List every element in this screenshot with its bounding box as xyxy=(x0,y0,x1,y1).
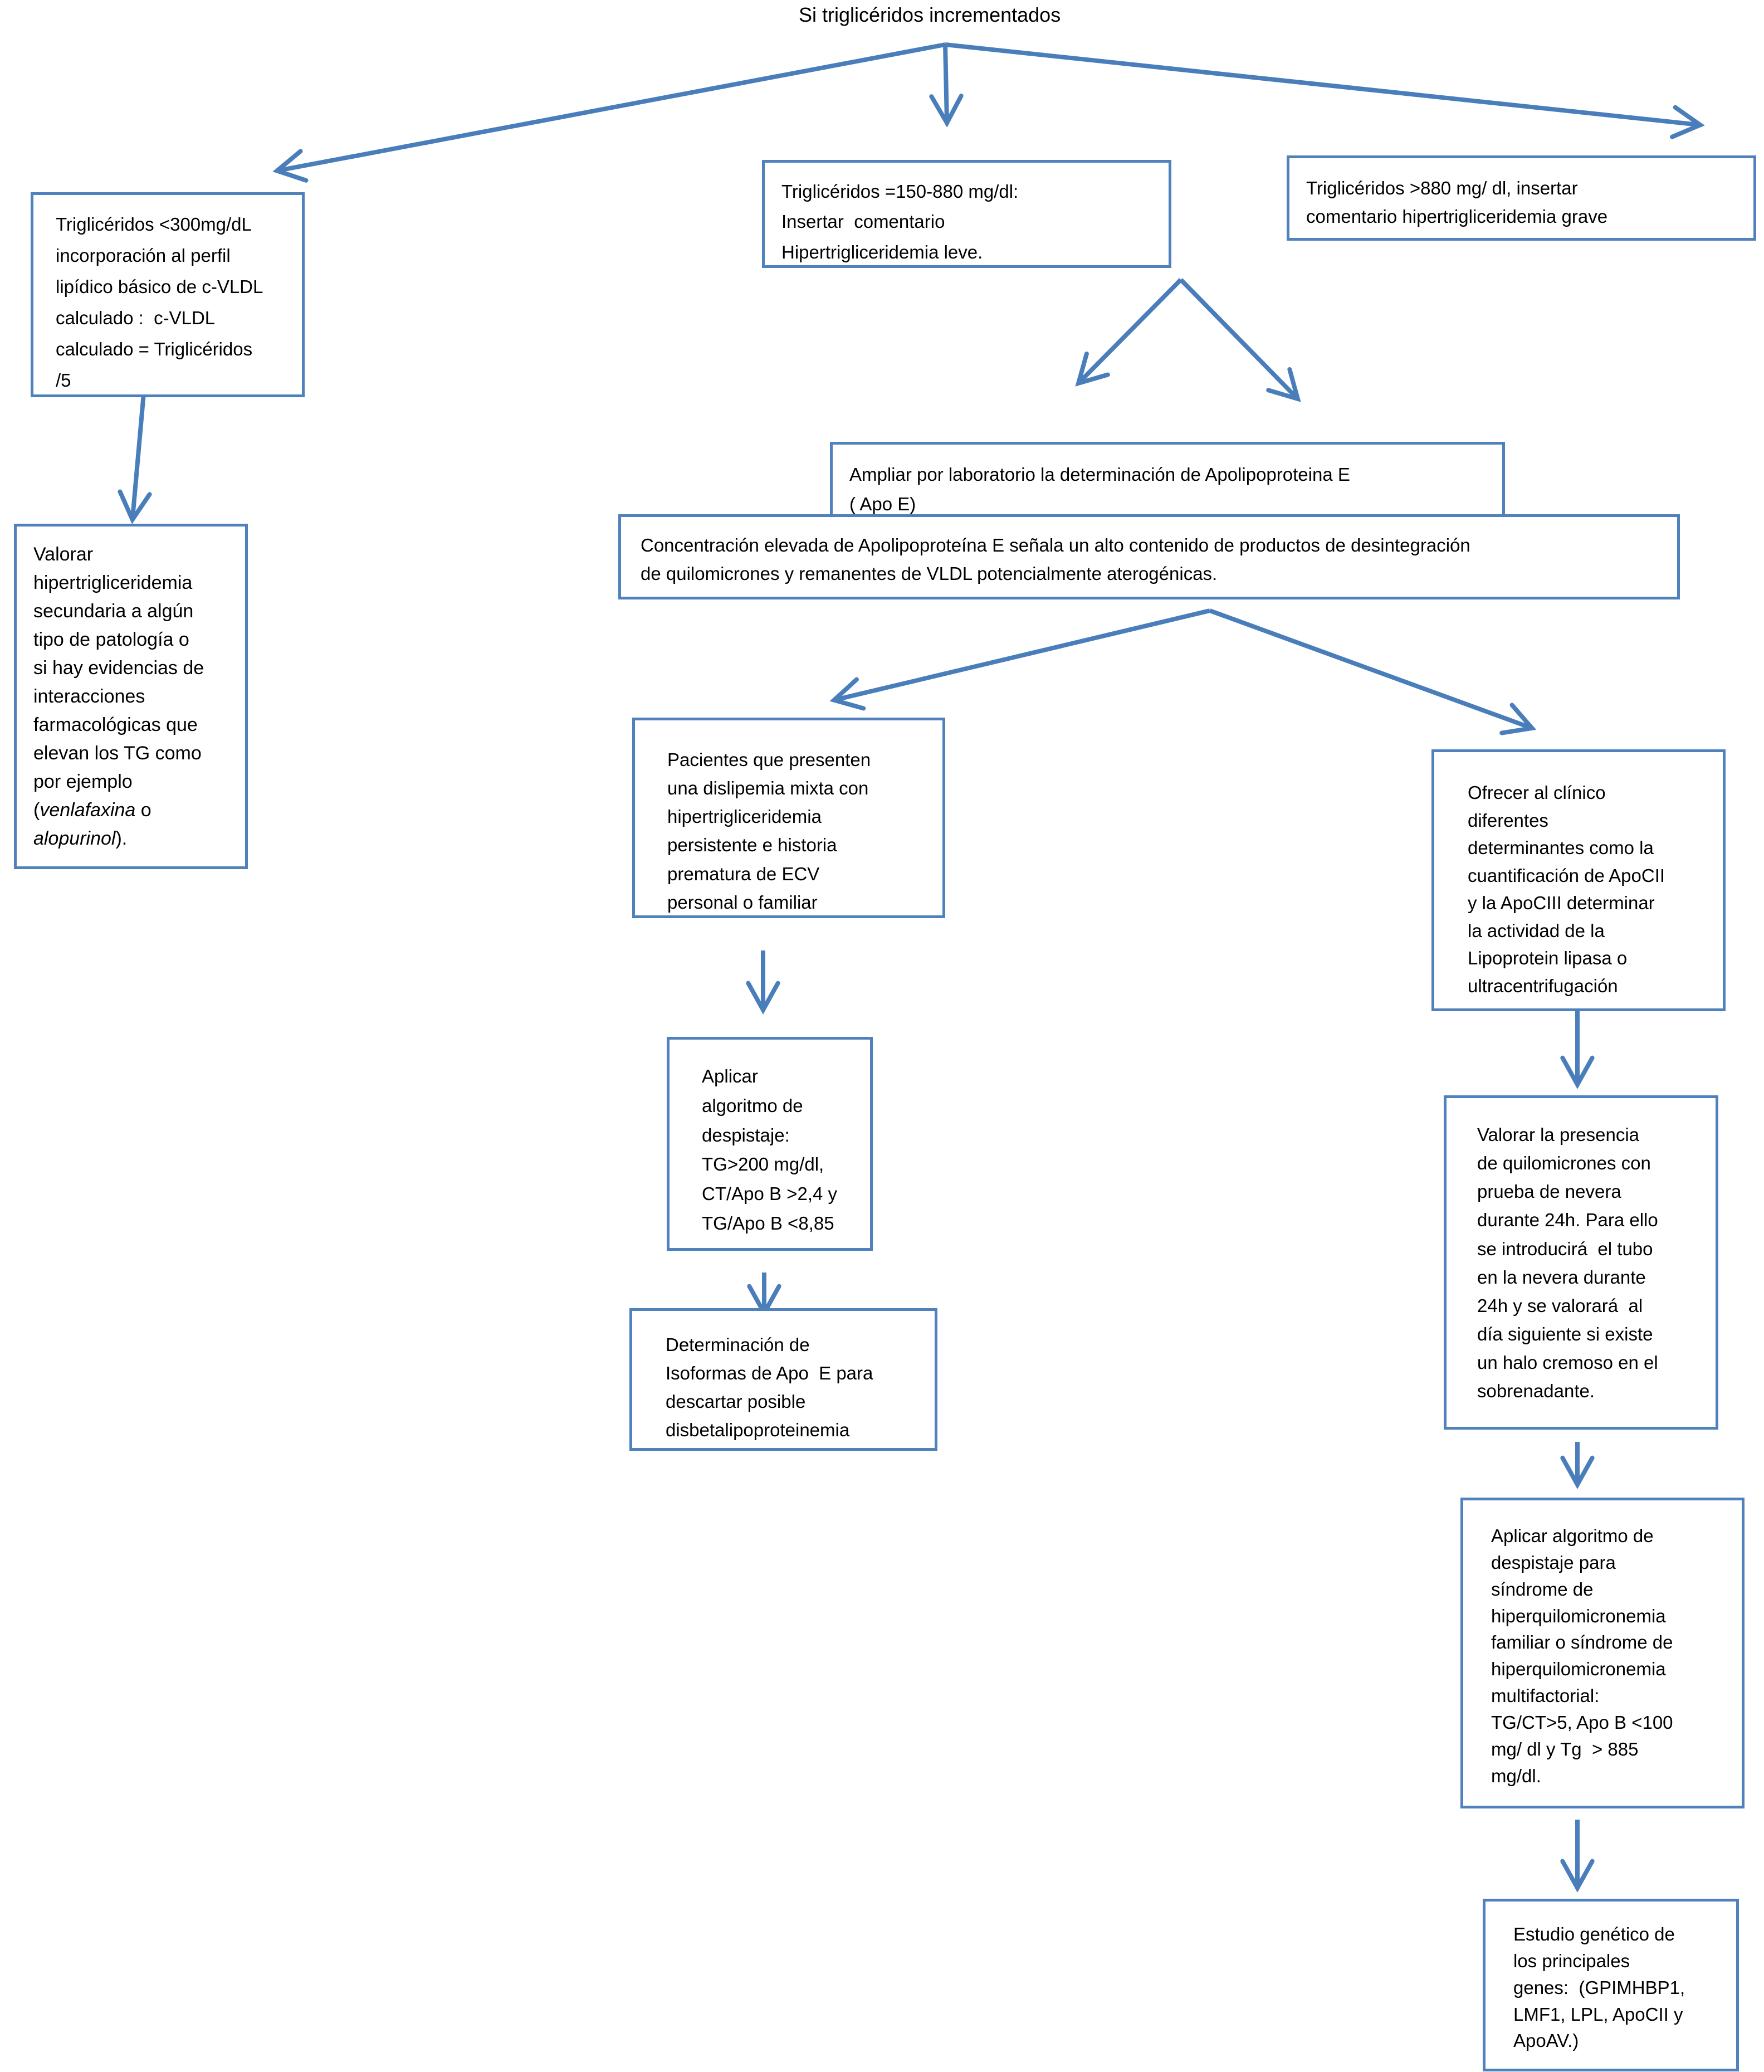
node-pacientes-dislipemia-mixta: Pacientes que presenten una dislipemia m… xyxy=(632,718,945,918)
node-isoformas-apo-e: Determinación de Isoformas de Apo E para… xyxy=(629,1308,937,1451)
node-text: ). xyxy=(115,828,128,849)
arrow-title-to-right xyxy=(945,42,1699,125)
node-valorar-hipertrigliceridemia-secundaria: Valorar hipertrigliceridemia secundaria … xyxy=(14,524,248,869)
node-algoritmo-hiperquilomicronemia: Aplicar algoritmo de despistaje para sín… xyxy=(1460,1498,1745,1808)
arrow-150-880-to-ampliar-left xyxy=(1079,278,1182,382)
node-tg-150-880: Triglicéridos =150-880 mg/dl: Insertar c… xyxy=(762,160,1171,268)
arrow-lt300-to-valorar xyxy=(133,393,144,518)
drug-name-italic: venlafaxina xyxy=(40,799,136,821)
node-estudio-genetico: Estudio genético de los principales gene… xyxy=(1483,1899,1739,2071)
arrow-title-to-middle xyxy=(945,44,947,121)
node-algoritmo-despistaje: Aplicar algoritmo de despistaje: TG>200 … xyxy=(667,1037,873,1251)
node-prueba-nevera: Valorar la presencia de quilomicrones co… xyxy=(1444,1095,1718,1430)
node-text: o xyxy=(140,799,152,821)
arrow-title-to-left xyxy=(278,42,946,170)
page-title: Si triglicéridos incrementados xyxy=(799,3,1061,26)
drug-name-italic: alopurinol xyxy=(33,828,116,849)
node-text: Valorar hipertrigliceridemia secundaria … xyxy=(33,544,204,821)
arrow-concentracion-to-pacientes xyxy=(835,608,1210,700)
arrow-concentracion-to-ofrecer xyxy=(1209,608,1531,728)
node-concentracion-apo-e: Concentración elevada de Apolipoproteína… xyxy=(618,514,1680,599)
node-tg-greater-880: Triglicéridos >880 mg/ dl, insertar come… xyxy=(1287,155,1756,241)
arrow-150-880-to-ampliar-right xyxy=(1179,278,1297,398)
node-ofrecer-clinico-determinantes: Ofrecer al clínico diferentes determinan… xyxy=(1431,749,1726,1011)
node-tg-less-300: Triglicéridos <300mg/dL incorporación al… xyxy=(31,192,305,397)
